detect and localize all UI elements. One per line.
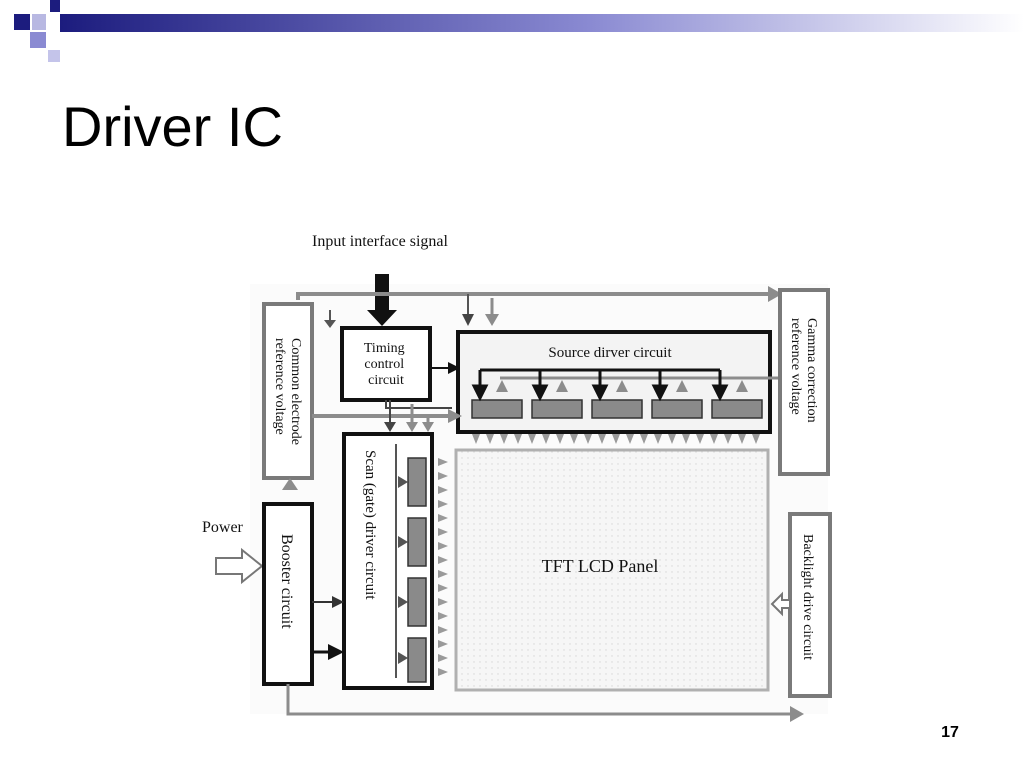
column-arrows [472, 434, 760, 444]
timing-to-source-arrow [448, 362, 460, 374]
scan-driver-label: Scan (gate) driver circuit [362, 450, 378, 600]
timing-control-line-2: control [364, 357, 404, 372]
timing-control-box [340, 326, 432, 402]
scan-right-arrow-2 [398, 536, 408, 548]
source-gray-arrow-1 [496, 380, 508, 392]
common-electrode-box [262, 302, 314, 480]
source-block-4 [651, 399, 703, 419]
gamma-correction-line-1: Gamma correction [804, 318, 819, 423]
bottom-return-line [286, 684, 790, 716]
power-input-arrow [215, 547, 264, 585]
source-driver-label: Source dirver circuit [548, 345, 672, 361]
scan-block-1 [407, 457, 427, 507]
decor-square-navy [14, 14, 30, 30]
branch-arrow-1 [462, 314, 474, 326]
top-feedback-arrowhead [768, 286, 782, 302]
common-electrode-line-1: Common electrode [288, 338, 303, 445]
scan-block-3 [407, 577, 427, 627]
page-number: 17 [941, 724, 959, 741]
booster-to-common-arrow [282, 478, 298, 490]
backlight-drive-box [788, 512, 832, 698]
slide-title: Driver IC [62, 95, 283, 158]
scan-block-2 [407, 517, 427, 567]
decor-square-small [48, 50, 60, 62]
timing-side-line [385, 400, 452, 409]
tft-panel-label: TFT LCD Panel [542, 556, 659, 576]
decor-square-navy-2 [50, 0, 60, 12]
scan-right-arrows [398, 476, 408, 664]
timing-control-label: Timing control circuit [364, 341, 408, 388]
header-gradient-bar [60, 14, 1024, 32]
source-to-panel-arrows [472, 434, 760, 444]
tft-panel-box [454, 448, 770, 692]
source-down-arrows [471, 370, 729, 402]
common-to-source-arrow [448, 409, 462, 423]
timing-to-scan-arrow-1 [384, 422, 396, 432]
timing-control-line-3: circuit [368, 373, 404, 388]
source-gray-arrow-4 [676, 380, 688, 392]
scan-right-arrow-4 [398, 652, 408, 664]
source-gray-arrow-3 [616, 380, 628, 392]
decor-square-mid [30, 32, 46, 48]
source-block-1 [471, 399, 523, 419]
backlight-to-panel-arrow [770, 591, 791, 617]
timing-to-scan-arrow-2 [406, 422, 434, 432]
scan-block-4 [407, 637, 427, 683]
source-down-arrow-3 [591, 370, 609, 402]
scan-right-arrow-1 [398, 476, 408, 488]
source-gray-arrow-2 [556, 380, 568, 392]
driver-ic-diagram: Input interface signal Common electrode … [202, 233, 832, 722]
common-electrode-line-2: reference voltage [272, 338, 287, 435]
source-down-arrow-4 [651, 370, 669, 402]
gamma-correction-label: Gamma correction reference voltage [788, 318, 819, 426]
scan-driver-blocks [407, 457, 427, 683]
decor-square-light [32, 14, 46, 30]
timing-input-arrow [324, 320, 336, 328]
booster-to-scan-arrow-1 [332, 596, 344, 608]
source-down-arrow-5 [711, 370, 729, 402]
source-down-arrow-1 [471, 370, 489, 402]
timing-control-line-1: Timing [364, 341, 405, 356]
booster-circuit-box [262, 502, 314, 686]
source-gray-arrows [496, 380, 748, 392]
branch-arrow-2 [485, 314, 499, 326]
common-electrode-label: Common electrode reference voltage [272, 338, 303, 448]
source-down-arrow-2 [531, 370, 549, 402]
gamma-correction-line-2: reference voltage [788, 318, 803, 415]
gamma-correction-box [778, 288, 830, 476]
bottom-return-arrow [790, 706, 804, 722]
source-block-3 [591, 399, 643, 419]
power-label: Power [202, 519, 244, 536]
top-feedback-line [296, 292, 770, 300]
booster-circuit-label: Booster circuit [278, 534, 295, 629]
scan-right-arrow-3 [398, 596, 408, 608]
input-signal-arrow [367, 274, 397, 326]
source-gray-arrow-5 [736, 380, 748, 392]
input-signal-label: Input interface signal [312, 233, 449, 250]
header-decoration [14, 0, 1024, 62]
booster-to-scan-arrow-2 [328, 644, 344, 660]
backlight-drive-label: Backlight drive circuit [800, 534, 815, 660]
source-block-5 [711, 399, 763, 419]
source-block-2 [531, 399, 583, 419]
source-driver-blocks [471, 399, 763, 419]
